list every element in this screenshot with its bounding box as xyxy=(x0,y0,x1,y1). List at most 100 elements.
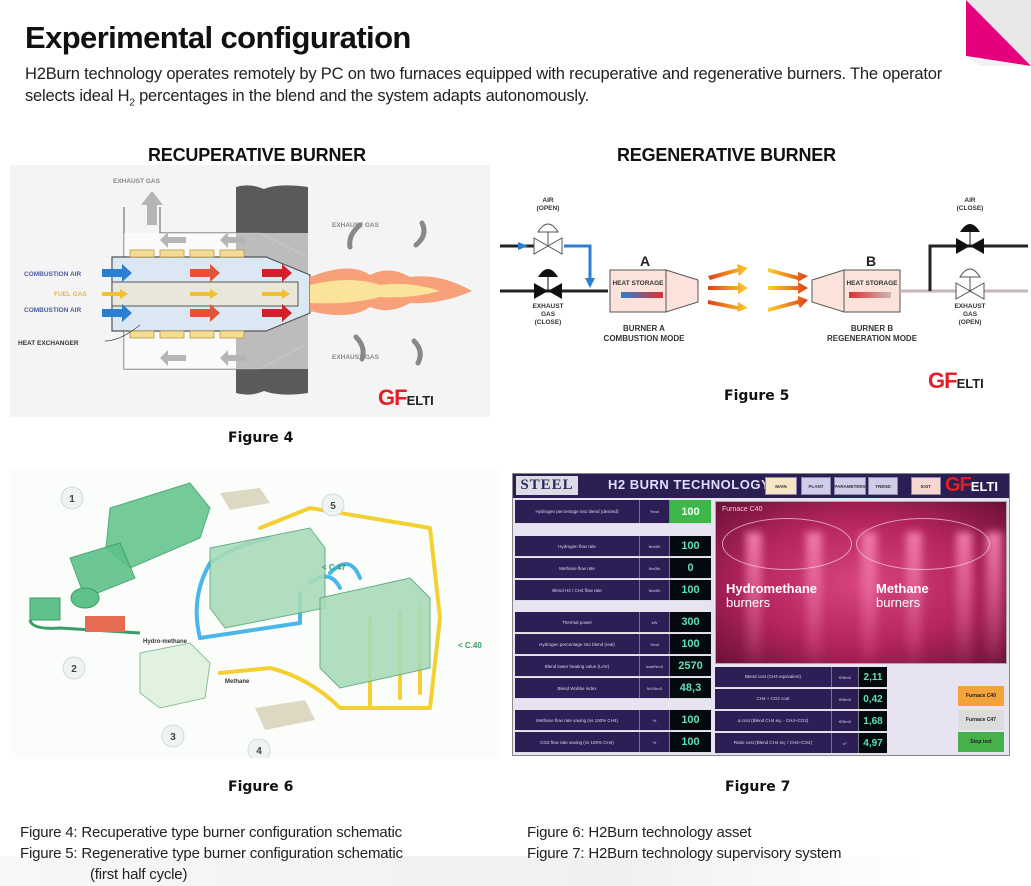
label-c40: < C.40 xyxy=(458,641,482,650)
heat-storage-b: HEAT STORAGE xyxy=(846,280,898,287)
furnace-c40-button[interactable]: Furnace C40 xyxy=(958,686,1004,706)
marker-3: 3 xyxy=(170,732,176,743)
data-row-h2-desired: Hydrogen percentage into blend (desired)… xyxy=(515,500,711,524)
furnace-c40 xyxy=(319,577,431,689)
fuel-gas-arrow-icon xyxy=(102,289,290,299)
methane-ellipse xyxy=(856,518,990,570)
label-fuel-gas: FUEL GAS xyxy=(54,291,87,298)
exhaust-right: EXHAUST xyxy=(954,303,985,310)
h2-setpoint-input[interactable]: 100 xyxy=(670,500,711,523)
caption-figure7: Figure 7: H2Burn technology supervisory … xyxy=(527,845,842,862)
stop-test-button[interactable]: Stop test xyxy=(958,732,1004,752)
burner-b-line1: BURNER B xyxy=(851,324,893,333)
figure7-label: Figure 7 xyxy=(725,779,791,795)
page-title: Experimental configuration xyxy=(25,20,411,55)
valve-closed-icon xyxy=(956,224,984,254)
nav-button-plant[interactable]: PLANT xyxy=(801,477,831,495)
exhaust-right-gas: GAS xyxy=(963,311,978,318)
nav-button-trend[interactable]: TREND xyxy=(868,477,898,495)
label-combustion-air-1: COMBUSTION AIR xyxy=(24,271,81,278)
exhaust-arrow-icon xyxy=(141,191,246,366)
intro-paragraph: H2Burn technology operates remotely by P… xyxy=(25,63,965,114)
label-heat-exchanger: HEAT EXCHANGER xyxy=(18,340,79,347)
nav-button-exit[interactable]: EXIT xyxy=(911,477,941,495)
figure5-heading: REGENERATIVE BURNER xyxy=(617,145,836,165)
burner-b-letter: B xyxy=(866,253,876,269)
furnace-c47-button[interactable]: Furnace C47 xyxy=(958,710,1004,730)
regenerative-burner-schematic: AIR (OPEN) EXHAUST GAS (CLOSE) HEAT STOR… xyxy=(500,197,1028,343)
exhaust-left-state: (CLOSE) xyxy=(535,319,562,326)
exhaust-right-state: (OPEN) xyxy=(959,319,982,326)
gfelti-logo: GFELTI xyxy=(945,474,998,496)
air-right-state: (CLOSE) xyxy=(957,205,984,212)
page-shadow xyxy=(0,856,1031,886)
hydromethane-ellipse xyxy=(722,518,852,570)
furnace-caption: Furnace C40 xyxy=(722,506,763,513)
marker-5: 5 xyxy=(330,501,336,512)
marker-4: 4 xyxy=(256,746,262,757)
caption-figure4: Figure 4: Recuperative type burner confi… xyxy=(20,824,402,841)
caption-figure5-cont: (first half cycle) xyxy=(90,866,188,883)
caption-left: Figure 4: Recuperative type burner confi… xyxy=(20,822,403,885)
burner-a-line2: COMBUSTION MODE xyxy=(604,334,686,343)
air-left-state: (OPEN) xyxy=(537,205,560,212)
figure5-label: Figure 5 xyxy=(724,388,790,404)
label-combustion-air-2: COMBUSTION AIR xyxy=(24,307,81,314)
steel-logo: STEEL xyxy=(516,476,578,495)
scada-header: STEEL H2 BURN TECHNOLOGY MAIN PLANT PARA… xyxy=(513,474,1009,498)
heat-storage-a: HEAT STORAGE xyxy=(612,280,664,287)
valve-open-icon xyxy=(955,268,985,300)
valve-open-icon xyxy=(533,223,563,255)
scada-title: H2 BURN TECHNOLOGY xyxy=(608,477,771,492)
flame-arrows-icon xyxy=(708,264,808,312)
gfelti-logo: GFELTI xyxy=(378,385,434,410)
nav-button-main[interactable]: MAIN xyxy=(765,477,797,495)
marker-2: 2 xyxy=(71,664,77,675)
figure4-heading: RECUPERATIVE BURNER xyxy=(148,145,366,165)
gfelti-logo: GFELTI xyxy=(928,368,984,393)
figure6-label: Figure 6 xyxy=(228,779,294,795)
cost-row: Ratio cost (Blend CH4 eq. / CH4+CO2)n°4,… xyxy=(715,733,887,754)
data-row: Hydrogen percentage into blend (real)%vo… xyxy=(515,634,711,655)
burner-a-line1: BURNER A xyxy=(623,324,665,333)
valve-closed-icon xyxy=(534,269,562,299)
label-exhaust-right-bottom: EXHAUST GAS xyxy=(332,354,380,361)
combustion-air-arrow-icon xyxy=(102,264,292,322)
data-row: Methane flow rate saving (vs 100% CH4)%1… xyxy=(515,710,711,731)
caption-figure6: Figure 6: H2Burn technology asset xyxy=(527,824,752,841)
marker-1: 1 xyxy=(69,494,75,505)
air-right: AIR xyxy=(964,197,976,204)
nav-button-parameters[interactable]: PARAMETERS xyxy=(834,477,866,495)
recuperative-burner-schematic: EXHAUST GAS EXHAUST GAS EXHAUST GAS COMB… xyxy=(18,178,472,395)
label-exhaust-top: EXHAUST GAS xyxy=(113,178,161,185)
exhaust-left: EXHAUST xyxy=(532,303,563,310)
h2burn-asset-illustration: 1 2 3 4 5 Hydro-methane Methane < C.47 <… xyxy=(10,468,500,758)
label-exhaust-right-top: EXHAUST GAS xyxy=(332,222,380,229)
intro-text-1: H2Burn technology operates remotely by P… xyxy=(25,65,943,105)
data-row: CO2 flow rate saving (vs 100% CH4)%100 xyxy=(515,732,711,753)
figure4-diagram: EXHAUST GAS EXHAUST GAS EXHAUST GAS COMB… xyxy=(10,165,490,417)
label-methane: Methane xyxy=(225,679,250,685)
caption-right: Figure 6: H2Burn technology asset Figure… xyxy=(527,822,841,864)
burner-b-line2: REGENERATION MODE xyxy=(827,334,918,343)
intro-text-2: percentages in the blend and the system … xyxy=(134,87,590,105)
label-c47: < C.47 xyxy=(322,563,346,572)
air-flow-arrow-icon xyxy=(585,278,595,288)
air-left: AIR xyxy=(542,197,554,204)
intro-subscript: 2 xyxy=(129,97,135,109)
caption-figure5: Figure 5: Regenerative type burner confi… xyxy=(20,845,403,862)
figure4-label: Figure 4 xyxy=(228,430,294,446)
corner-accent-icon xyxy=(966,0,1031,66)
